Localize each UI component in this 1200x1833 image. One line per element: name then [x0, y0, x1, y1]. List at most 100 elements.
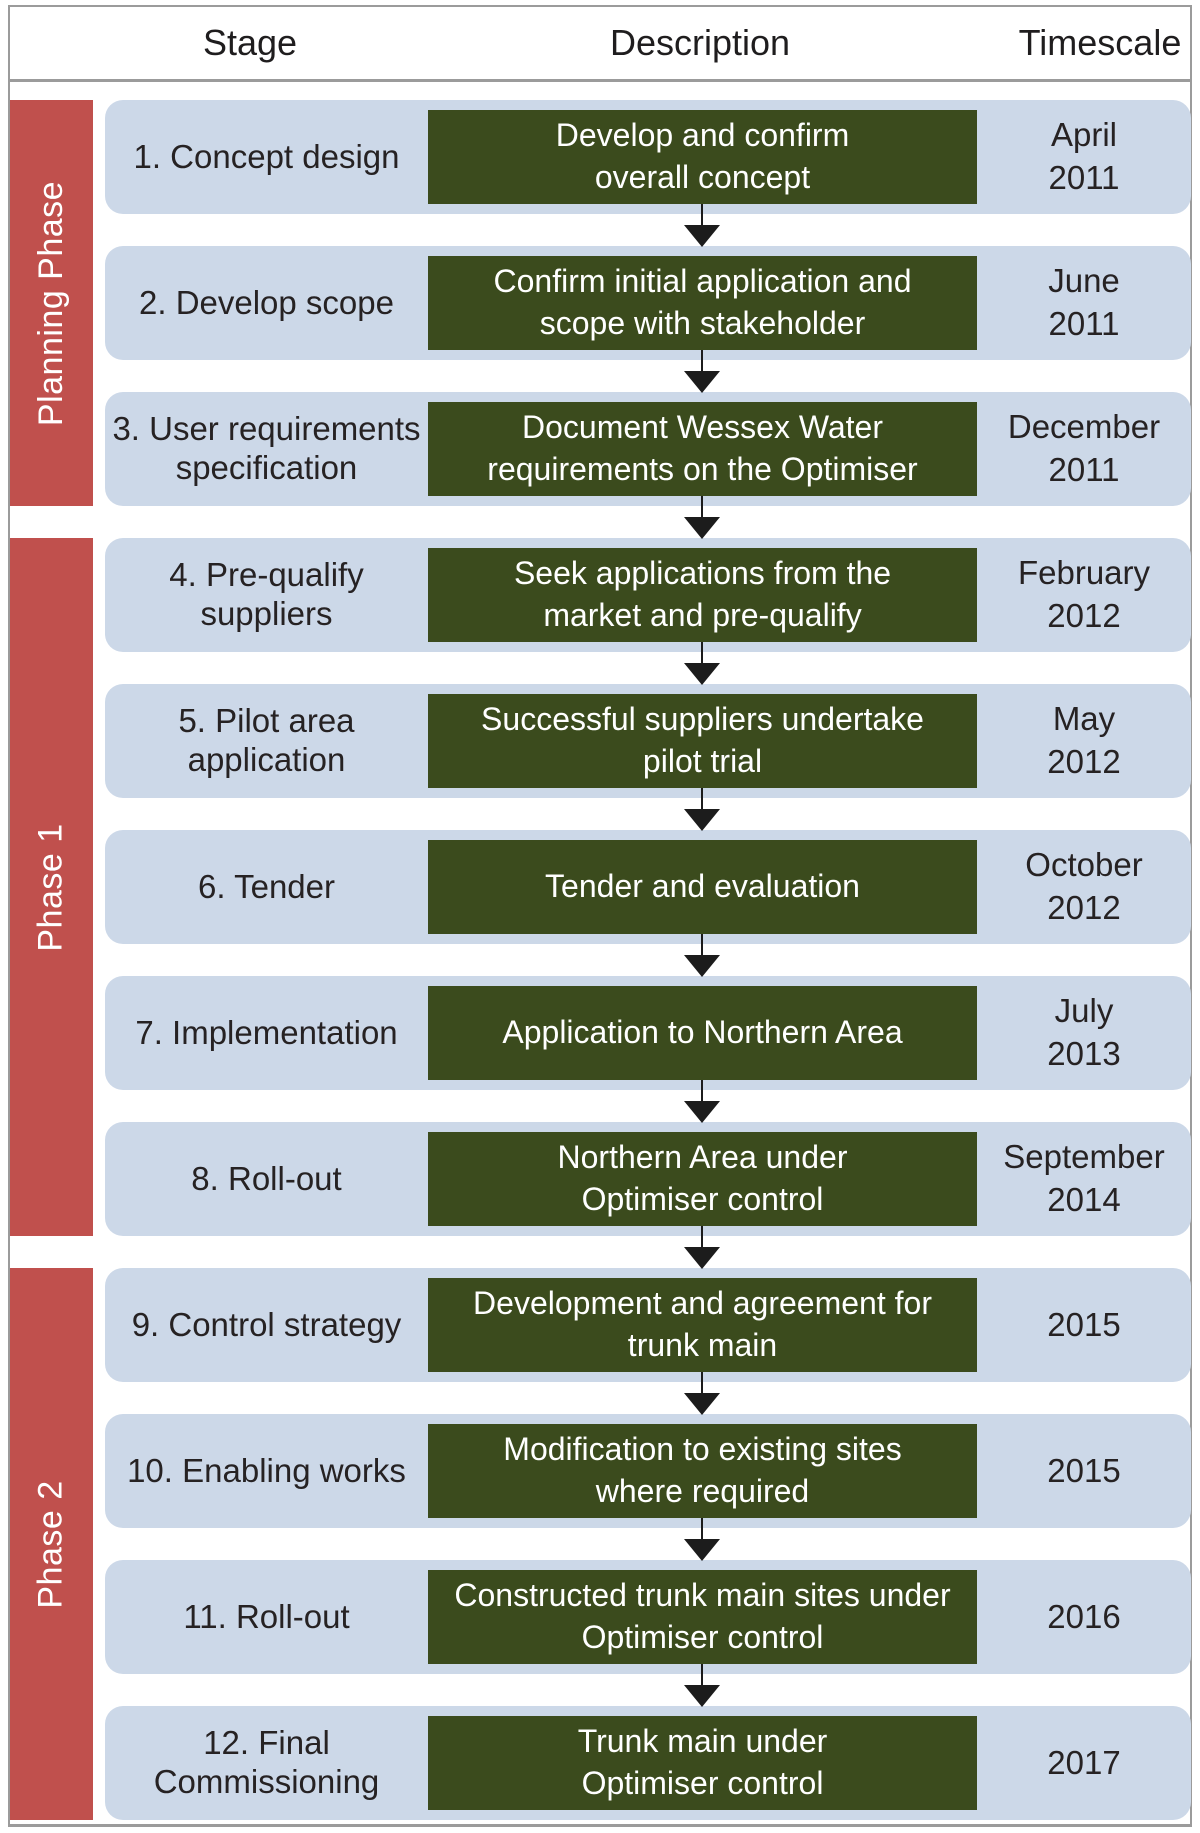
arrow-stem: [701, 788, 703, 812]
phase-bar: Phase 2: [10, 1268, 93, 1820]
stage-cell: 2. Develop scope: [139, 283, 394, 321]
arrow-stem: [701, 1664, 703, 1688]
phase-group: Phase 2 9. Control strategy Development …: [10, 1268, 1191, 1820]
description-box: Northern Area under Optimiser control: [428, 1132, 977, 1226]
flow-arrow-icon: [684, 1372, 720, 1415]
description-box: Tender and evaluation: [428, 840, 977, 934]
phase-rows: 9. Control strategy Development and agre…: [105, 1268, 1191, 1820]
stage-row: 4. Pre-qualify suppliers Seek applicatio…: [105, 538, 1191, 685]
stage-row: 6. Tender Tender and evaluation October …: [105, 830, 1191, 977]
arrow-head-icon: [684, 955, 720, 977]
flow-arrow-icon: [684, 788, 720, 831]
stage-row: 7. Implementation Application to Norther…: [105, 976, 1191, 1123]
arrow-stem: [701, 1372, 703, 1396]
flow-arrow-icon: [684, 1226, 720, 1269]
arrow-head-icon: [684, 371, 720, 393]
timescale-cell: October 2012: [1025, 846, 1143, 926]
timescale-cell: July 2013: [1047, 992, 1121, 1072]
stage-row: 11. Roll-out Constructed trunk main site…: [105, 1560, 1191, 1707]
timescale-cell: June 2011: [1048, 262, 1120, 342]
description-box: Confirm initial application and scope wi…: [428, 256, 977, 350]
arrow-stem: [701, 642, 703, 666]
phase-rows: 4. Pre-qualify suppliers Seek applicatio…: [105, 538, 1191, 1269]
timescale-cell: 2015: [1047, 1305, 1121, 1343]
stage-column-header: Stage: [202, 22, 298, 63]
stage-row: 9. Control strategy Development and agre…: [105, 1268, 1191, 1415]
header-divider-line: [8, 79, 1192, 82]
timescale-cell: 2016: [1047, 1597, 1121, 1635]
description-box: Development and agreement for trunk main: [428, 1278, 977, 1372]
arrow-head-icon: [684, 1101, 720, 1123]
phase-bar: Phase 1: [10, 538, 93, 1236]
timescale-cell: 2015: [1047, 1451, 1121, 1489]
arrow-head-icon: [684, 663, 720, 685]
description-box: Document Wessex Water requirements on th…: [428, 402, 977, 496]
timescale-cell: 2017: [1047, 1743, 1121, 1781]
description-box: Modification to existing sites where req…: [428, 1424, 977, 1518]
stage-cell: 8. Roll-out: [191, 1159, 342, 1197]
flow-arrow-icon: [684, 934, 720, 977]
timescale-cell: September 2014: [1003, 1138, 1165, 1218]
flow-arrow-icon: [684, 496, 720, 539]
stage-cell: 4. Pre-qualify suppliers: [169, 556, 364, 632]
arrow-head-icon: [684, 1685, 720, 1707]
description-box: Application to Northern Area: [428, 986, 977, 1080]
stage-cell: 10. Enabling works: [127, 1451, 406, 1489]
frame-bottom-line: [8, 1824, 1192, 1827]
stage-cell: 7. Implementation: [135, 1013, 398, 1051]
stage-cell: 9. Control strategy: [131, 1305, 402, 1343]
arrow-stem: [701, 934, 703, 958]
stage-cell: 3. User requirements specification: [112, 410, 421, 486]
timescale-column-header: Timescale: [1018, 22, 1182, 63]
description-box: Successful suppliers undertake pilot tri…: [428, 694, 977, 788]
stage-row: 3. User requirements specification Docum…: [105, 392, 1191, 539]
arrow-head-icon: [684, 809, 720, 831]
table-header: Stage Description Timescale: [0, 7, 1200, 79]
phase-label: Planning Phase: [32, 180, 70, 426]
stage-row: 8. Roll-out Northern Area under Optimise…: [105, 1122, 1191, 1269]
stage-row: 5. Pilot area application Successful sup…: [105, 684, 1191, 831]
frame-left-line: [8, 5, 10, 1827]
flow-arrow-icon: [684, 1518, 720, 1561]
timescale-cell: December 2011: [1007, 408, 1161, 488]
description-box: Trunk main under Optimiser control: [428, 1716, 977, 1810]
stage-cell: 11. Roll-out: [183, 1597, 350, 1635]
phase-label: Phase 1: [32, 822, 71, 952]
arrow-head-icon: [684, 225, 720, 247]
description-box: Seek applications from the market and pr…: [428, 548, 977, 642]
stage-cell: 5. Pilot area application: [178, 702, 355, 778]
description-column-header: Description: [609, 22, 791, 63]
flow-arrow-icon: [684, 1664, 720, 1707]
flow-arrow-icon: [684, 1080, 720, 1123]
timescale-cell: April 2011: [1048, 116, 1120, 196]
stage-cell: 6. Tender: [198, 867, 335, 905]
stage-row: 12. Final Commissioning Trunk main under…: [105, 1706, 1191, 1820]
arrow-stem: [701, 204, 703, 228]
flow-arrow-icon: [684, 642, 720, 685]
stage-row: 2. Develop scope Confirm initial applica…: [105, 246, 1191, 393]
arrow-stem: [701, 1226, 703, 1250]
phase-group: Phase 1 4. Pre-qualify suppliers Seek ap…: [10, 538, 1191, 1269]
arrow-head-icon: [684, 1539, 720, 1561]
phase-rows: 1. Concept design Develop and confirm ov…: [105, 100, 1191, 539]
stage-row: 10. Enabling works Modification to exist…: [105, 1414, 1191, 1561]
frame-right-line: [1190, 5, 1192, 1827]
flow-arrow-icon: [684, 204, 720, 247]
arrow-stem: [701, 496, 703, 520]
stage-cell: 12. Final Commissioning: [153, 1724, 380, 1800]
arrow-head-icon: [684, 1247, 720, 1269]
phase-group: Planning Phase 1. Concept design Develop…: [10, 100, 1191, 539]
description-box: Constructed trunk main sites under Optim…: [428, 1570, 977, 1664]
stage-row: 1. Concept design Develop and confirm ov…: [105, 100, 1191, 247]
stage-cell: 1. Concept design: [133, 137, 400, 175]
flow-arrow-icon: [684, 350, 720, 393]
arrow-head-icon: [684, 1393, 720, 1415]
frame-top-line: [8, 5, 1192, 7]
timescale-cell: May 2012: [1047, 700, 1121, 780]
description-box: Develop and confirm overall concept: [428, 110, 977, 204]
arrow-stem: [701, 1080, 703, 1104]
phase-label: Phase 2: [32, 1479, 71, 1609]
phase-bar: Planning Phase: [10, 100, 93, 506]
arrow-stem: [701, 1518, 703, 1542]
arrow-head-icon: [684, 517, 720, 539]
